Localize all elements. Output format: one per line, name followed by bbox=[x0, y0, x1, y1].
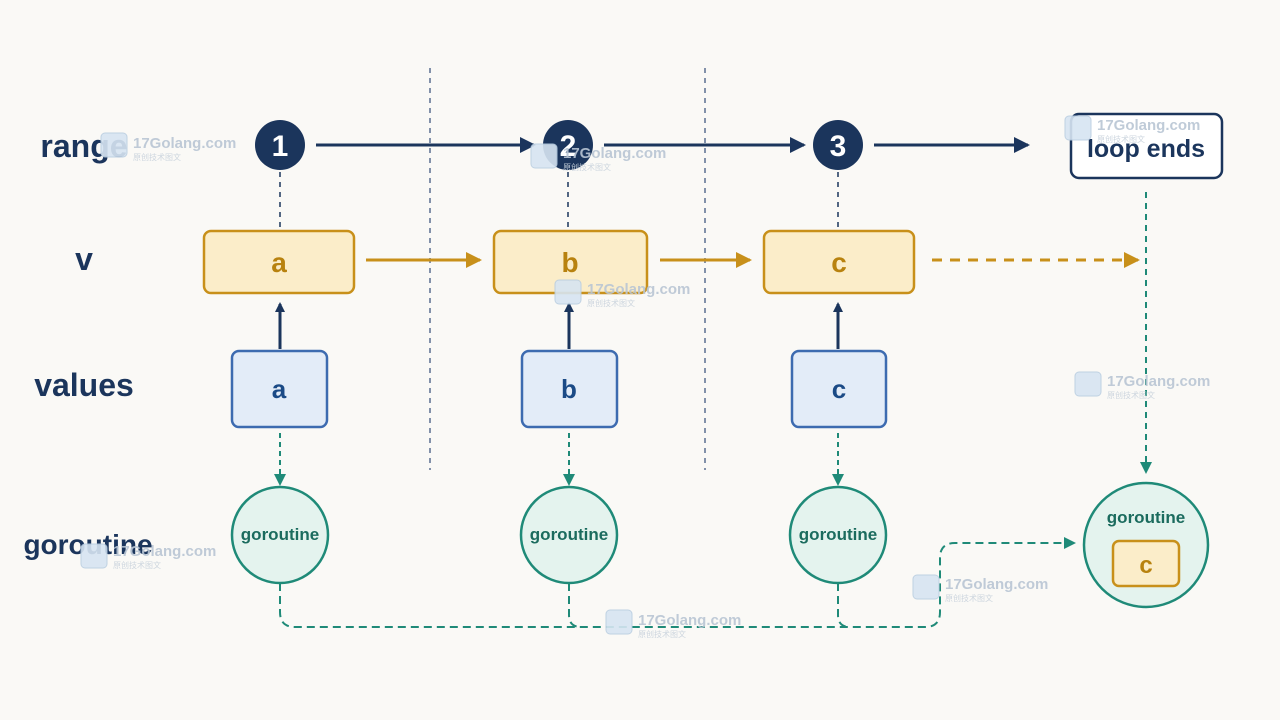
svg-text:原创技术图文: 原创技术图文 bbox=[133, 152, 181, 162]
v-value-a: a bbox=[271, 247, 287, 278]
watermark: 17Golang.com 原创技术图文 bbox=[1064, 115, 1200, 144]
step-circle-1 bbox=[255, 120, 305, 170]
value-b: b bbox=[561, 374, 577, 404]
watermark: 17Golang.com 原创技术图文 bbox=[530, 143, 666, 172]
goroutine-link bbox=[568, 583, 582, 628]
v-value-b: b bbox=[561, 247, 578, 278]
v-value-c: c bbox=[831, 247, 847, 278]
v-box-c bbox=[762, 229, 916, 295]
watermark: 17Golang.com 原创技术图文 bbox=[80, 543, 216, 570]
svg-text:17Golang.com: 17Golang.com bbox=[587, 281, 690, 298]
value-box-a bbox=[230, 349, 329, 429]
svg-text:原创技术图文: 原创技术图文 bbox=[945, 593, 993, 603]
row-label-v: v bbox=[75, 241, 93, 277]
step-number-3: 3 bbox=[830, 130, 847, 163]
step-number-1: 1 bbox=[272, 130, 289, 163]
svg-text:17Golang.com: 17Golang.com bbox=[638, 612, 741, 629]
final-goroutine-label: goroutine bbox=[1107, 508, 1185, 527]
step-number-2: 2 bbox=[560, 130, 577, 163]
svg-text:17Golang.com: 17Golang.com bbox=[1097, 117, 1200, 134]
v-box-a bbox=[202, 229, 356, 295]
svg-text:原创技术图文: 原创技术图文 bbox=[113, 560, 161, 570]
loop-ends-box bbox=[1069, 112, 1224, 180]
goroutine-label-1: goroutine bbox=[241, 525, 319, 544]
goroutine-link bbox=[279, 537, 1076, 628]
captured-v-value: c bbox=[1139, 552, 1152, 579]
svg-text:17Golang.com: 17Golang.com bbox=[563, 145, 666, 162]
watermark: 17Golang.com 原创技术图文 bbox=[100, 132, 236, 162]
svg-text:17Golang.com: 17Golang.com bbox=[945, 576, 1048, 593]
svg-text:17Golang.com: 17Golang.com bbox=[113, 543, 216, 560]
goroutine-link bbox=[837, 583, 851, 628]
value-box-c bbox=[790, 349, 888, 429]
svg-text:原创技术图文: 原创技术图文 bbox=[563, 162, 611, 172]
goroutine-label-3: goroutine bbox=[799, 525, 877, 544]
goroutine-label-2: goroutine bbox=[530, 525, 608, 544]
value-c: c bbox=[832, 374, 846, 404]
svg-text:17Golang.com: 17Golang.com bbox=[1107, 373, 1210, 390]
watermark: 17Golang.com 原创技术图文 bbox=[912, 574, 1048, 603]
watermark: 17Golang.com 原创技术图文 bbox=[554, 279, 690, 308]
step-circle-3 bbox=[813, 120, 863, 170]
svg-text:17Golang.com: 17Golang.com bbox=[133, 135, 236, 152]
value-a: a bbox=[272, 374, 287, 404]
goroutine-circle-1 bbox=[230, 485, 330, 585]
goroutine-circle-2 bbox=[519, 485, 619, 585]
row-label-values: values bbox=[34, 367, 134, 403]
svg-text:原创技术图文: 原创技术图文 bbox=[587, 298, 635, 308]
watermark: 17Golang.com 原创技术图文 bbox=[1074, 371, 1210, 400]
watermark: 17Golang.com 原创技术图文 bbox=[605, 609, 741, 639]
svg-text:原创技术图文: 原创技术图文 bbox=[1107, 390, 1155, 400]
captured-v-box bbox=[1111, 539, 1181, 588]
loop-ends-label: loop ends bbox=[1087, 135, 1205, 163]
svg-text:原创技术图文: 原创技术图文 bbox=[1097, 134, 1145, 144]
svg-text:原创技术图文: 原创技术图文 bbox=[638, 629, 686, 639]
value-box-b bbox=[520, 349, 619, 429]
goroutine-circle-3 bbox=[788, 485, 888, 585]
